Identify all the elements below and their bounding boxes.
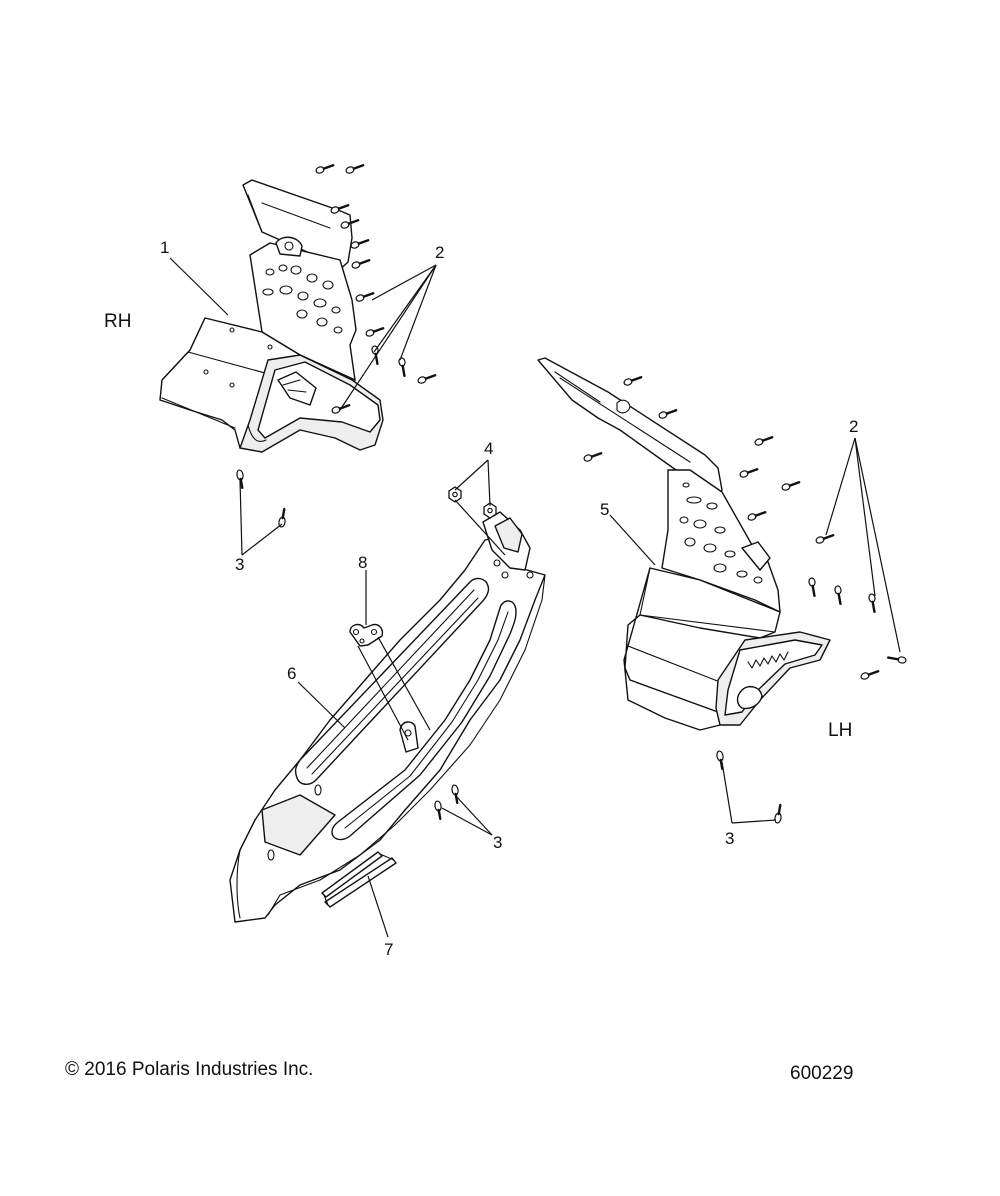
callout-5: 5 bbox=[600, 500, 610, 519]
part-5-hole-pattern bbox=[679, 482, 763, 584]
copyright-notice: © 2016 Polaris Industries Inc. bbox=[65, 1059, 314, 1080]
callout-6: 6 bbox=[287, 664, 297, 683]
part-1-hole-pattern bbox=[262, 264, 343, 334]
callout-1: 1 bbox=[160, 238, 170, 257]
callout-4: 4 bbox=[484, 439, 494, 458]
part-8-bracket bbox=[349, 623, 384, 647]
callout-8: 8 bbox=[358, 553, 368, 572]
callout-3-rh: 3 bbox=[235, 555, 245, 574]
callout-3-center: 3 bbox=[493, 833, 503, 852]
side-label-rh: RH bbox=[104, 311, 132, 332]
callout-3-lh: 3 bbox=[725, 829, 735, 848]
callout-2-rh: 2 bbox=[435, 243, 445, 262]
figure-number: 600229 bbox=[790, 1063, 854, 1084]
callout-7: 7 bbox=[384, 940, 394, 959]
part-5-lh-panel bbox=[537, 357, 831, 731]
fasteners-screws bbox=[236, 164, 907, 824]
part-7-seal-strips bbox=[321, 851, 397, 908]
part-1-rh-panel bbox=[159, 179, 384, 453]
callout-2-lh: 2 bbox=[849, 417, 859, 436]
leader-lines bbox=[169, 257, 901, 938]
part-6-center-panel bbox=[229, 511, 546, 923]
side-label-lh: LH bbox=[828, 720, 853, 741]
